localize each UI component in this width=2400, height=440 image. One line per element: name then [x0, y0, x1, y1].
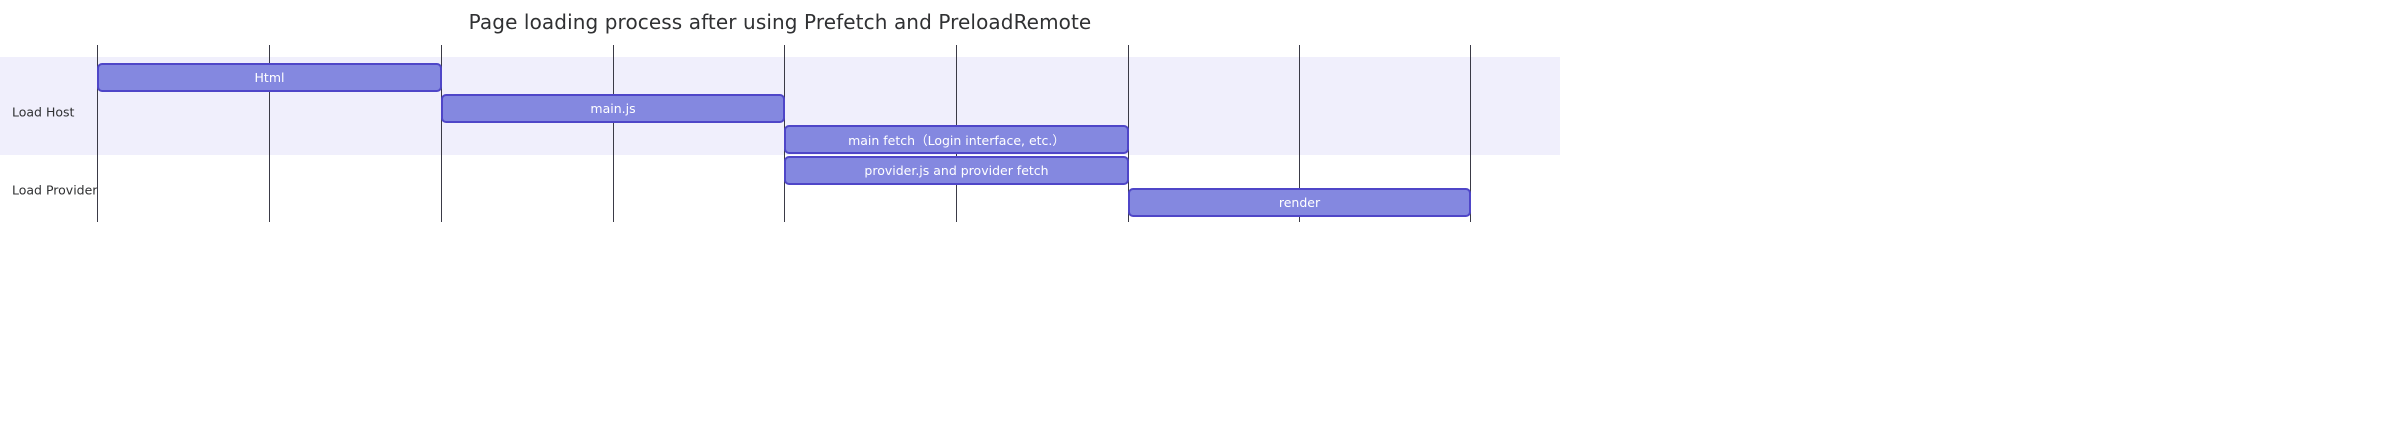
plot-area: Load Host Load Provider Html main.js mai… — [0, 0, 1560, 300]
gridline-3 — [441, 45, 442, 222]
gantt-bar-main-js[interactable]: main.js — [441, 94, 785, 123]
gridline-1 — [97, 45, 98, 222]
gridline-8 — [1299, 45, 1300, 222]
gantt-bar-label: Html — [254, 70, 285, 85]
gantt-chart-figure: Page loading process after using Prefetc… — [0, 0, 1560, 300]
gantt-bar-label: main.js — [590, 101, 636, 116]
gantt-bar-render[interactable]: render — [1128, 188, 1471, 217]
gridline-4 — [613, 45, 614, 222]
axis-label-load-provider: Load Provider — [12, 182, 98, 198]
gantt-bar-label: main fetch（Login interface, etc.） — [848, 133, 1065, 148]
gantt-bar-label: provider.js and provider fetch — [864, 163, 1049, 178]
gantt-bar-provider-js-and-provider-fetch[interactable]: provider.js and provider fetch — [784, 156, 1129, 185]
gridline-2 — [269, 45, 270, 222]
gantt-bar-main-fetch[interactable]: main fetch（Login interface, etc.） — [784, 125, 1129, 154]
chart-title: Page loading process after using Prefetc… — [468, 10, 1092, 34]
axis-label-load-host: Load Host — [12, 104, 75, 120]
gridline-9 — [1470, 45, 1471, 222]
gantt-bar-html[interactable]: Html — [97, 63, 442, 92]
gantt-bar-label: render — [1278, 195, 1321, 210]
